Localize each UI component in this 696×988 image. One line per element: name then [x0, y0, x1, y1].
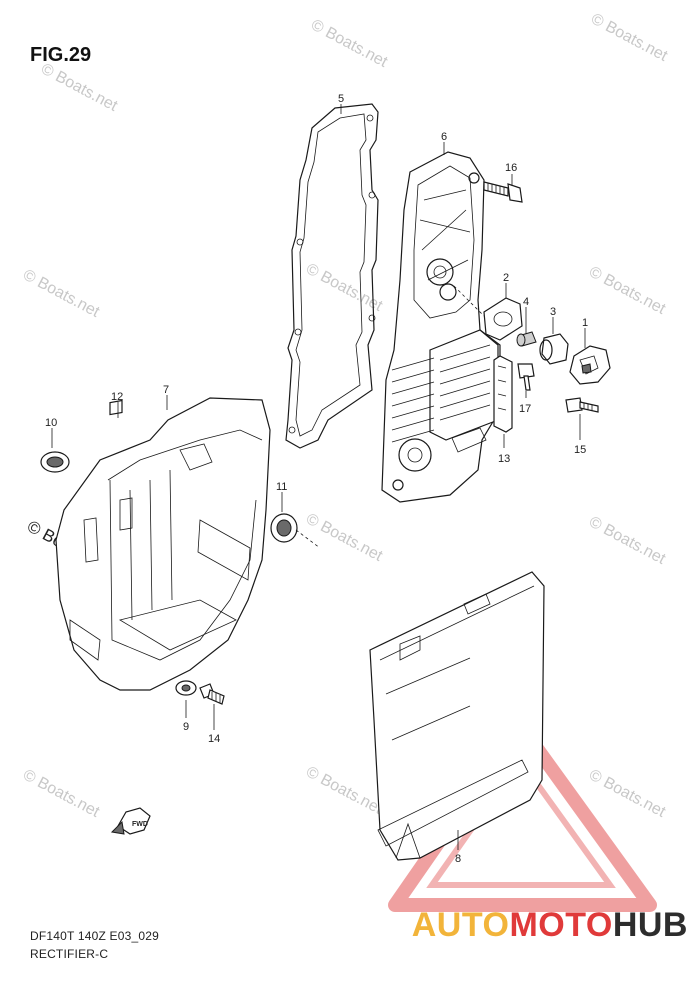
- callout-8: 8: [455, 853, 461, 865]
- part-rectifier-6: [381, 151, 501, 503]
- callout-7: 7: [163, 384, 169, 396]
- callout-12: 12: [111, 391, 123, 403]
- watermark: © Boats.net: [586, 767, 668, 822]
- callout-2: 2: [503, 272, 509, 284]
- fwd-label: FWD: [132, 821, 148, 828]
- part-bolt-15: [565, 397, 599, 413]
- part-bolt-17: [517, 363, 535, 391]
- callouts: 1 2 3 4 5 6 7 8 9 10 11 12 13 14 15 16 1…: [45, 93, 588, 865]
- watermark: © Boats.net: [308, 17, 390, 72]
- callout-10: 10: [45, 417, 57, 429]
- callout-6: 6: [441, 131, 447, 143]
- callout-11: 11: [276, 481, 287, 493]
- watermark: © Boats.net: [588, 11, 670, 66]
- callout-4: 4: [523, 296, 529, 308]
- callout-5: 5: [338, 93, 344, 105]
- part-cap-12: [109, 399, 123, 416]
- watermark: © Boats.net: [20, 267, 102, 322]
- model-code: DF140T 140Z E03_029: [30, 929, 159, 943]
- section-name: RECTIFIER-C: [30, 947, 109, 961]
- callout-15: 15: [574, 444, 586, 456]
- part-washer-9: [175, 680, 197, 696]
- part-clamp-13: [493, 355, 513, 433]
- callout-13: 13: [498, 453, 510, 465]
- watermark: © Boats.net: [20, 767, 102, 822]
- watermark: © Boats.net: [303, 764, 385, 819]
- logo-part-auto: AUTO: [411, 906, 510, 944]
- part-grommet-11: [270, 513, 298, 543]
- callout-9: 9: [183, 721, 189, 733]
- part-clip-1: [569, 345, 611, 385]
- callout-1: 1: [582, 317, 588, 329]
- logo-part-moto: MOTO: [509, 906, 613, 944]
- part-gasket-5: [285, 103, 379, 449]
- part-bracket-7: [55, 397, 271, 691]
- leader-lines: [51, 104, 586, 850]
- watermark: © Boats.net: [303, 511, 385, 566]
- watermark: © Boats.net: [38, 61, 120, 116]
- callout-14: 14: [208, 733, 220, 745]
- part-grommet-10: [40, 451, 70, 473]
- automotohub-logo: AUTOMOTOHUB: [412, 906, 688, 945]
- part-collar-3: [539, 333, 569, 365]
- part-gasket-2: [483, 297, 523, 341]
- watermark: © Boats.net: [586, 264, 668, 319]
- part-cover-8: [369, 571, 545, 861]
- fwd-arrow-icon: FWD: [110, 807, 151, 835]
- part-grommet-4: [516, 331, 537, 347]
- callout-3: 3: [550, 306, 556, 318]
- watermark: © Boats.net: [586, 514, 668, 569]
- figure-title: FIG.29: [30, 44, 92, 66]
- callout-17: 17: [519, 403, 531, 415]
- callout-16: 16: [505, 162, 517, 174]
- logo-part-hub: HUB: [612, 906, 688, 944]
- part-bolt-14: [199, 683, 225, 705]
- part-bolt-16: [483, 181, 523, 203]
